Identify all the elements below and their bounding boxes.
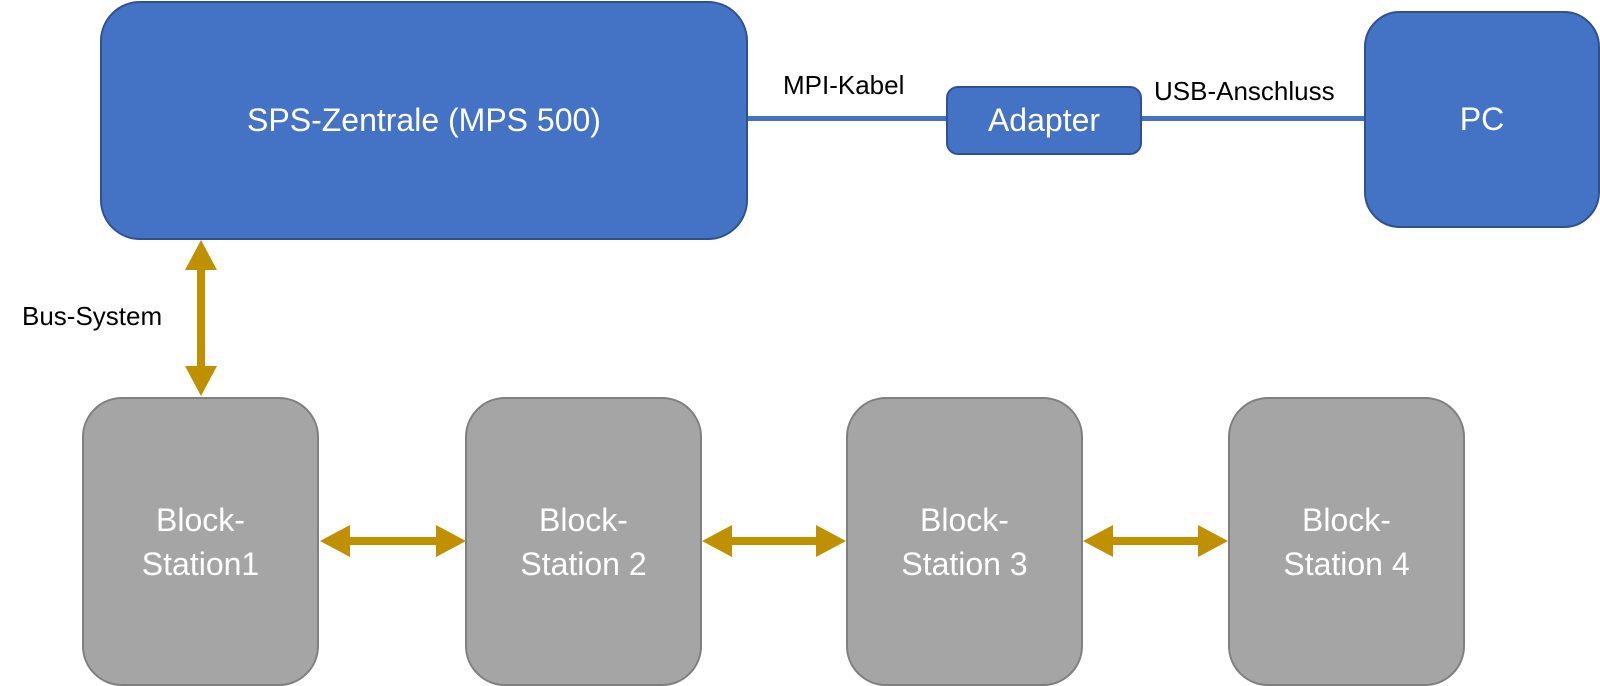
- usb-connection-label: USB-Anschluss: [1154, 76, 1335, 106]
- mpi-cable-label: MPI-Kabel: [783, 70, 905, 100]
- block-station-4-label-line1: Block-: [1302, 501, 1391, 538]
- pc-box: PC: [1364, 11, 1600, 228]
- arrow-station2-station3: [702, 525, 846, 557]
- block-station-2-label-line2: Station 2: [520, 545, 647, 582]
- block-station-1-label-line1: Block-: [156, 501, 245, 538]
- block-station-3-box: Block- Station 3: [846, 397, 1083, 686]
- block-station-2-box: Block- Station 2: [465, 397, 702, 686]
- adapter-label: Adapter: [987, 102, 1101, 138]
- arrow-station3-station4: [1083, 525, 1228, 557]
- block-station-4-box: Block- Station 4: [1228, 397, 1465, 686]
- block-station-4-label-line2: Station 4: [1283, 545, 1410, 582]
- plc-central-box: SPS-Zentrale (MPS 500): [100, 1, 748, 240]
- block-station-3-label-line1: Block-: [920, 501, 1009, 538]
- block-station-1-label-line2: Station1: [141, 545, 260, 582]
- plc-central-label: SPS-Zentrale (MPS 500): [247, 102, 601, 138]
- block-station-2-label-line1: Block-: [539, 501, 628, 538]
- block-station-1-box: Block- Station1: [82, 397, 319, 686]
- adapter-box: Adapter: [946, 86, 1142, 155]
- mpi-cable-line: [748, 116, 946, 121]
- pc-label: PC: [1459, 101, 1505, 137]
- bus-system-label: Bus-System: [22, 301, 163, 331]
- bus-arrow-plc-station1: [185, 240, 217, 396]
- arrow-station1-station2: [320, 525, 466, 557]
- usb-connection-line: [1142, 116, 1364, 121]
- block-station-3-label-line2: Station 3: [901, 545, 1028, 582]
